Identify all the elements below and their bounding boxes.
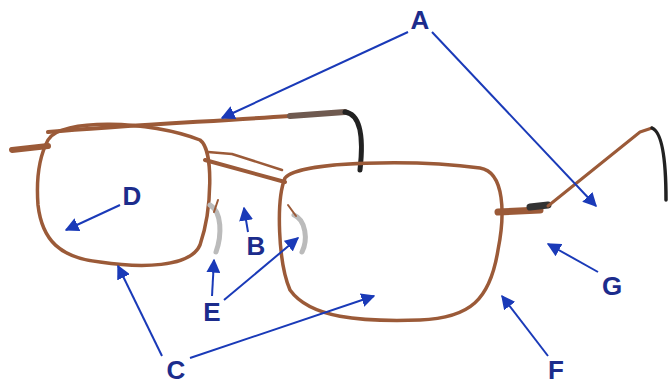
leader-line xyxy=(66,205,120,230)
callout-letter: D xyxy=(123,183,142,209)
leader-line xyxy=(432,32,596,206)
leader-line xyxy=(190,296,374,358)
temple-arm xyxy=(48,112,345,132)
ear-tip-right xyxy=(652,128,666,200)
leader-line xyxy=(212,260,214,296)
leader-line xyxy=(548,244,598,272)
callout-letter: A xyxy=(411,7,430,33)
callout-letter: C xyxy=(167,357,186,383)
temple-sleeve xyxy=(290,112,345,116)
leader-line xyxy=(222,32,408,118)
nose-pad-right xyxy=(294,215,305,252)
temple-right xyxy=(548,128,652,206)
hinge-endpiece xyxy=(498,210,540,212)
lens-rim-right xyxy=(279,163,502,321)
pad-arm-left xyxy=(214,200,218,212)
callout-letter: F xyxy=(548,357,564,383)
bridge xyxy=(205,160,285,182)
lens-rim-left xyxy=(37,124,209,265)
callout-letter: E xyxy=(203,299,220,325)
callout-letter: G xyxy=(602,273,622,299)
ear-tip xyxy=(345,112,361,170)
top-bar xyxy=(208,152,282,170)
hinge xyxy=(530,205,548,207)
leader-line xyxy=(244,208,248,232)
leader-line xyxy=(118,266,162,356)
callout-letter: B xyxy=(247,233,266,259)
leader-line xyxy=(502,296,548,356)
pad-arm-right xyxy=(288,205,296,216)
